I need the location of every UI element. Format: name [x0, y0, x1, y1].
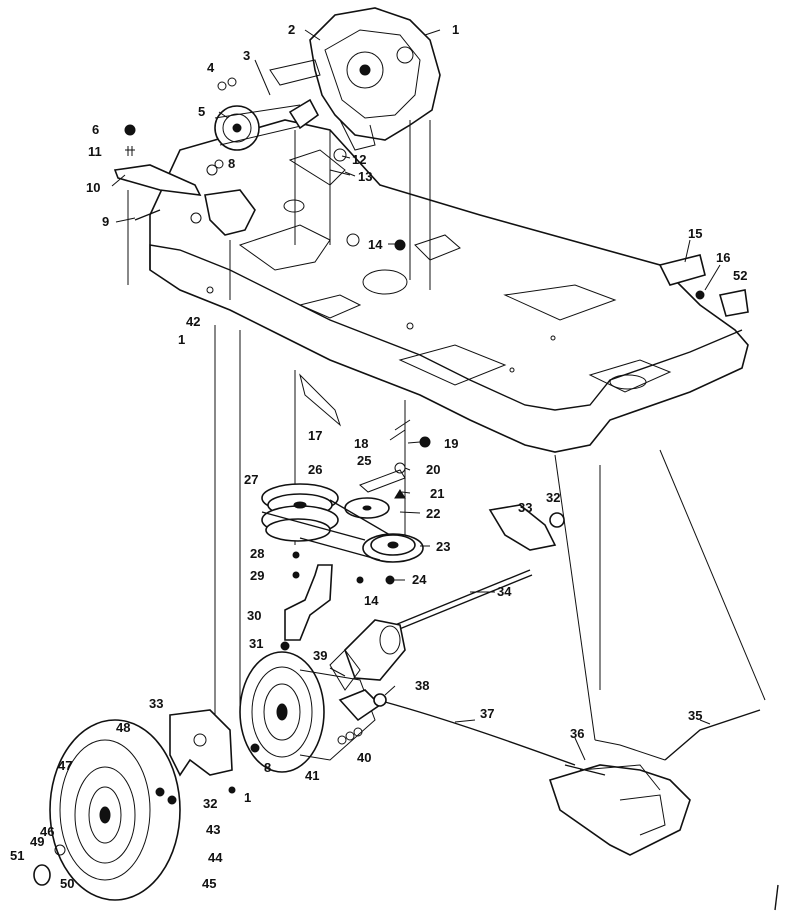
callout-11: 11 [88, 144, 102, 159]
right-bracket [658, 254, 749, 317]
callout-38: 38 [415, 678, 429, 693]
callout-28: 28 [250, 546, 264, 561]
callout-16: 16 [716, 250, 730, 265]
drive-pulley [239, 651, 387, 773]
callout-18: 18 [354, 436, 368, 451]
callout-29: 29 [250, 568, 264, 583]
callout-1c: 1 [244, 790, 251, 805]
upper-left-hardware [113, 77, 256, 236]
callout-40: 40 [357, 750, 371, 765]
callout-17: 17 [308, 428, 322, 443]
wheel-bracket [169, 709, 236, 794]
callout-47: 47 [58, 758, 72, 773]
callout-37: 37 [480, 706, 494, 721]
callout-31: 31 [249, 636, 263, 651]
callout-30: 30 [247, 608, 261, 623]
callout-24: 24 [412, 572, 427, 587]
callout-32: 32 [546, 490, 560, 505]
callout-14b: 14 [364, 593, 379, 608]
callout-20: 20 [426, 462, 440, 477]
callout-41: 41 [305, 768, 319, 783]
callout-44: 44 [208, 850, 223, 865]
corner-mark [774, 884, 779, 911]
callout-8b: 8 [264, 760, 271, 775]
callout-50: 50 [60, 876, 74, 891]
callout-33b: 33 [149, 696, 163, 711]
leader-lines [111, 29, 721, 761]
clutch-bracket [488, 504, 565, 551]
callout-45: 45 [202, 876, 216, 891]
callout-4: 4 [207, 60, 215, 75]
callout-49: 49 [30, 834, 44, 849]
callout-labels: 1 2 3 4 5 6 8 9 10 11 12 13 14 15 16 52 … [10, 22, 747, 891]
callout-14: 14 [368, 237, 383, 252]
callout-43: 43 [206, 822, 220, 837]
callout-10: 10 [86, 180, 100, 195]
wheel-tire [33, 719, 181, 901]
callout-46: 46 [40, 824, 54, 839]
callout-12: 12 [352, 152, 366, 167]
callout-8: 8 [228, 156, 235, 171]
callout-39: 39 [313, 648, 327, 663]
callout-21: 21 [430, 486, 444, 501]
center-hardware [329, 148, 406, 251]
drive-shaft [394, 569, 533, 631]
callout-23: 23 [436, 539, 450, 554]
callout-33: 33 [518, 500, 532, 515]
callout-25: 25 [357, 453, 371, 468]
shift-rod [664, 709, 761, 761]
chassis-plate [149, 119, 749, 453]
callout-42: 42 [186, 314, 200, 329]
hardware-set [337, 727, 363, 745]
callout-6: 6 [92, 122, 99, 137]
clutch-unit [329, 619, 406, 691]
callout-36: 36 [570, 726, 584, 741]
control-cable [384, 701, 576, 766]
idler-bracket [280, 564, 333, 651]
callout-3: 3 [243, 48, 250, 63]
callout-52: 52 [733, 268, 747, 283]
callout-1b: 1 [178, 332, 185, 347]
callout-5: 5 [198, 104, 205, 119]
callout-22: 22 [426, 506, 440, 521]
callout-35: 35 [688, 708, 702, 723]
callout-15: 15 [688, 226, 702, 241]
callout-13: 13 [358, 169, 372, 184]
shift-lever-assembly [548, 739, 691, 856]
callout-48: 48 [116, 720, 130, 735]
callout-9: 9 [102, 214, 109, 229]
callout-27: 27 [244, 472, 258, 487]
callout-32b: 32 [203, 796, 217, 811]
callout-19: 19 [444, 436, 458, 451]
callout-51: 51 [10, 848, 24, 863]
callout-1: 1 [452, 22, 459, 37]
belt-pulley-assembly [261, 373, 431, 585]
transmission-housing [269, 7, 441, 151]
callout-2: 2 [288, 22, 295, 37]
callout-34: 34 [497, 584, 512, 599]
callout-26: 26 [308, 462, 322, 477]
